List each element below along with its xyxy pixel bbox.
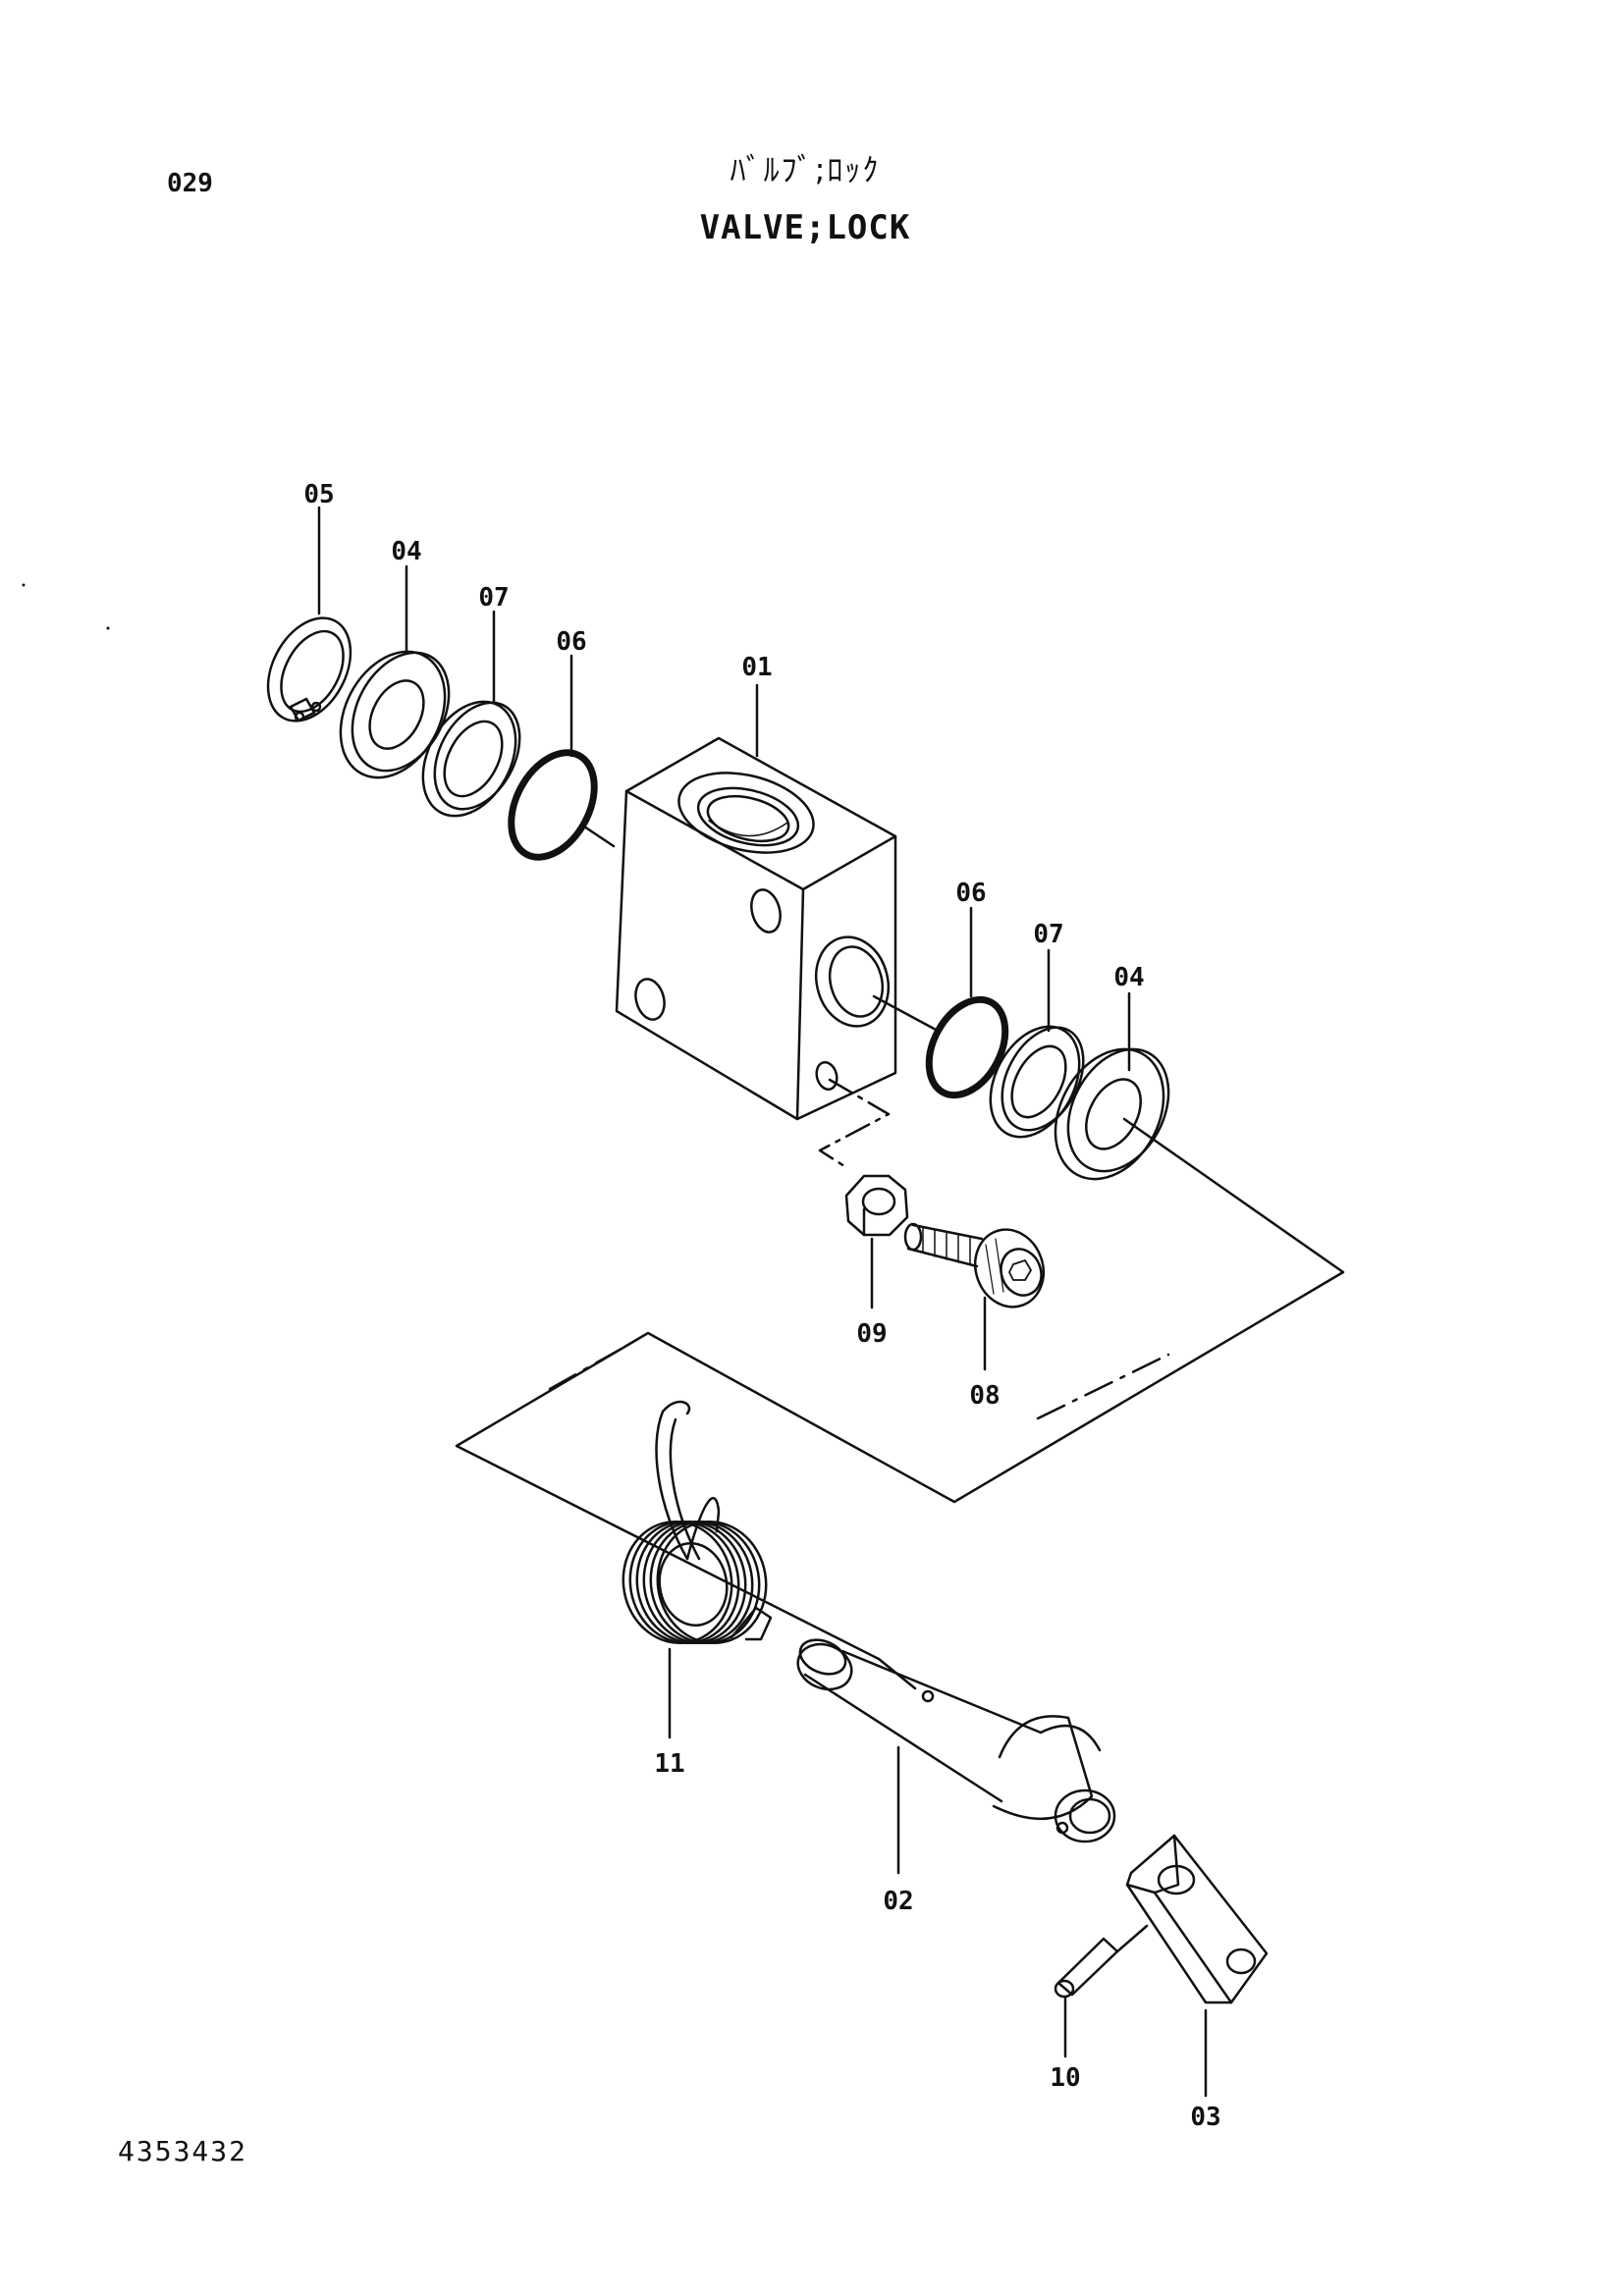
document-number: 4353432 xyxy=(118,2135,248,2167)
part-07-ring-upper xyxy=(421,700,521,818)
assembly-frame-dashed xyxy=(1036,1353,1170,1420)
scan-mark xyxy=(106,626,110,630)
part-05-snap-ring xyxy=(266,616,352,722)
part-11-torsion-spring xyxy=(622,1400,773,1645)
part-03-plate xyxy=(1125,1834,1269,2004)
part-01-valve-body xyxy=(615,736,897,1121)
part-07-ring-lower xyxy=(989,1025,1085,1139)
part-10-pin xyxy=(1054,1924,1149,1999)
callout-08: 08 xyxy=(969,1381,1000,1411)
callout-07-upper: 07 xyxy=(478,583,509,613)
part-09-hex-nut xyxy=(844,1174,909,1237)
callout-03: 03 xyxy=(1190,2103,1220,2132)
part-06-oring-lower xyxy=(925,995,1009,1099)
title-japanese: ﾊﾞﾙﾌﾞ;ﾛｯｸ xyxy=(730,151,881,188)
callout-11: 11 xyxy=(654,1749,684,1779)
part-06-oring-upper xyxy=(508,749,598,861)
callout-05: 05 xyxy=(303,480,334,509)
callout-07-lower: 07 xyxy=(1033,920,1063,949)
assembly-frame-dashed-left xyxy=(548,1343,630,1391)
callout-09: 09 xyxy=(856,1319,887,1349)
part-08-socket-bolt xyxy=(903,1222,1046,1308)
page-code: 029 xyxy=(167,169,213,198)
callout-06-lower: 06 xyxy=(955,879,986,908)
callout-02: 02 xyxy=(883,1887,913,1916)
callout-10: 10 xyxy=(1050,2063,1080,2093)
assembly-line-right-port xyxy=(872,994,940,1033)
scan-mark xyxy=(22,583,26,587)
callout-04-lower: 04 xyxy=(1113,963,1144,992)
assembly-line-upper xyxy=(582,825,616,848)
assembly-line-plug xyxy=(818,1078,891,1168)
callout-06-upper: 06 xyxy=(556,627,586,657)
part-02-shaft xyxy=(796,1638,1116,1843)
callout-01: 01 xyxy=(741,653,772,682)
assembly-frame-line xyxy=(455,1117,1345,1690)
part-04-washer-lower xyxy=(1054,1047,1170,1181)
callout-04-upper: 04 xyxy=(391,537,421,566)
title-english: VALVE;LOCK xyxy=(699,208,911,247)
